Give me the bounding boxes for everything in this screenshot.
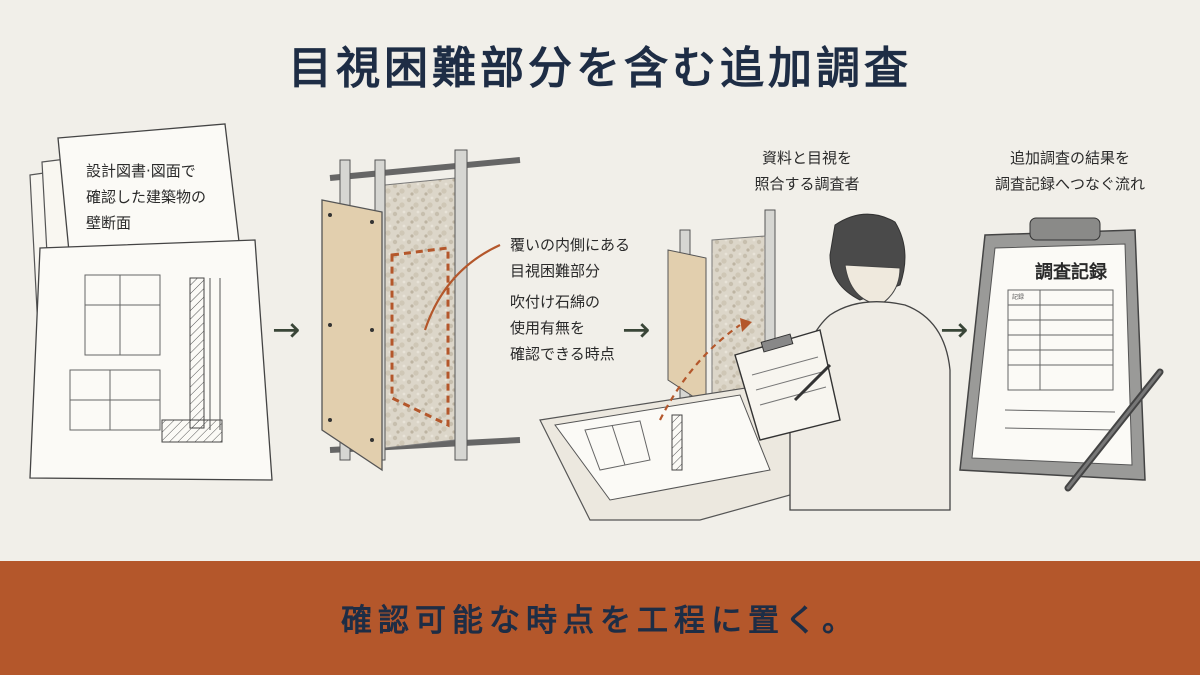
- record-clipboard: [959, 217, 1164, 492]
- inspector-caption: 資料と目視を 照合する調査者: [732, 145, 882, 197]
- flow-arrow-1: →: [272, 310, 301, 350]
- blueprint-sheet: [29, 239, 273, 481]
- flow-arrow-2: →: [622, 310, 651, 350]
- footer-band: [0, 561, 1200, 675]
- documents-caption: 設計図書·図面で 確認した建築物の 壁断面: [86, 158, 206, 236]
- documents-caption-line: 壁断面: [86, 214, 132, 232]
- flow-arrow-3: →: [940, 310, 969, 350]
- inspector-caption-line: 照合する調査者: [754, 175, 860, 193]
- record-caption: 追加調査の結果を 調査記録へつなぐ流れ: [975, 145, 1165, 197]
- record-caption-line: 追加調査の結果を: [1009, 149, 1130, 167]
- footer-message: 確認可能な時点を工程に置く。: [341, 603, 859, 639]
- timing-caption-line: 吹付け石綿の: [510, 293, 601, 311]
- page-title: 目視困難部分を含む追加調査: [288, 43, 912, 94]
- timing-caption-line: 確認できる時点: [510, 345, 615, 363]
- callout-line: [423, 243, 501, 331]
- inspector-caption-line: 資料と目視を: [761, 149, 852, 167]
- hidden-part-caption-line: 目視困難部分: [510, 262, 601, 280]
- documents-caption-line: 設計図書·図面で: [86, 162, 196, 180]
- timing-caption: 吹付け石綿の 使用有無を 確認できる時点: [510, 289, 615, 367]
- timing-caption-line: 使用有無を: [510, 319, 586, 337]
- record-caption-line: 調査記録へつなぐ流れ: [994, 175, 1145, 193]
- document-stack: [29, 123, 273, 481]
- illustration: [29, 123, 1164, 521]
- clipboard-title: 調査記録: [1035, 262, 1107, 283]
- documents-caption-line: 確認した建築物の: [86, 188, 207, 206]
- hidden-part-caption: 覆いの内側にある 目視困難部分: [510, 232, 630, 284]
- inspector-scene: [539, 209, 951, 521]
- hidden-part-caption-line: 覆いの内側にある: [510, 236, 631, 254]
- form-label: 記録: [1012, 294, 1025, 301]
- hidden-area-highlight: [390, 246, 450, 428]
- record-form-table: [1004, 289, 1116, 431]
- wall-board: [321, 199, 383, 472]
- wall-cutaway: [321, 149, 521, 472]
